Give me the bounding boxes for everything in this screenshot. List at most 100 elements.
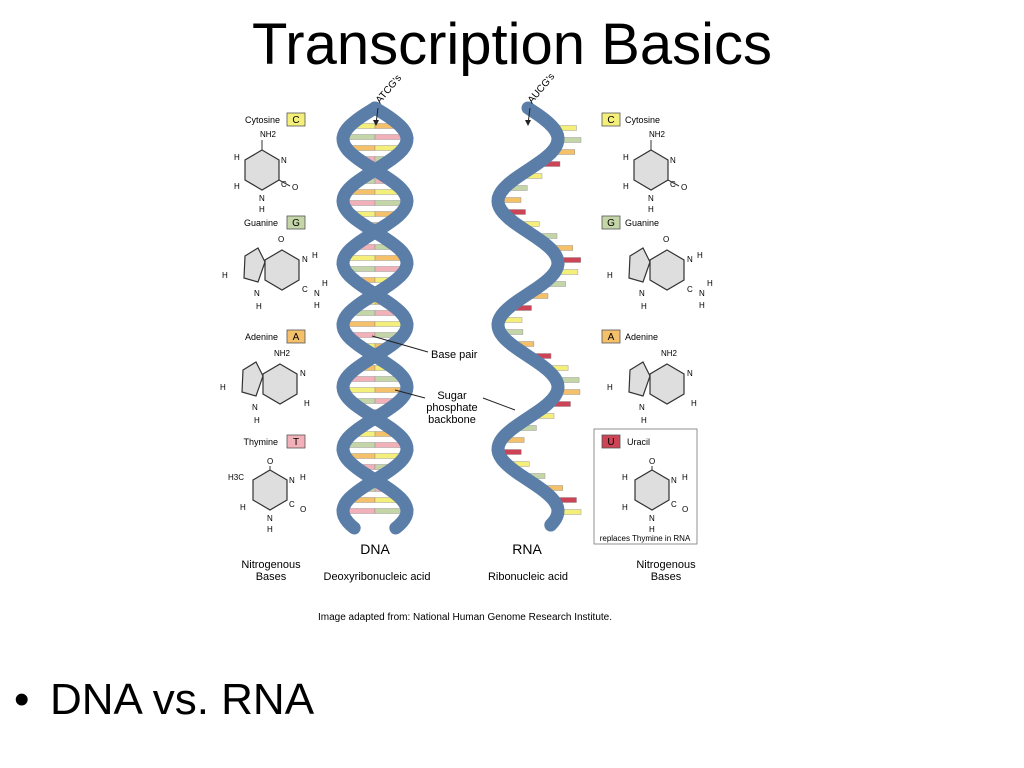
svg-text:NH2: NH2 <box>649 130 666 139</box>
svg-text:H: H <box>304 399 310 408</box>
svg-text:NH2: NH2 <box>274 349 291 358</box>
svg-text:N: N <box>281 156 287 165</box>
svg-text:O: O <box>663 235 669 244</box>
left-adenine: Adenine A NH2 N H H N H <box>220 329 310 425</box>
rna-single-strand <box>491 101 565 532</box>
adenine-structure-right: NH2 N H H N H <box>607 349 697 425</box>
svg-text:O: O <box>300 505 306 514</box>
guanine-structure-left: O N H C N H H H N H <box>222 235 328 311</box>
left-guanine-box <box>286 215 306 230</box>
uracil-note: replaces Thymine in RNA <box>600 534 691 543</box>
svg-text:H: H <box>623 182 629 191</box>
svg-text:H: H <box>691 399 697 408</box>
dna-strand-label: ATCG's <box>374 73 404 106</box>
svg-text:H: H <box>707 279 713 288</box>
svg-text:H: H <box>623 153 629 162</box>
svg-text:N: N <box>671 476 677 485</box>
right-adenine-box <box>601 329 621 344</box>
svg-text:H: H <box>649 525 655 534</box>
dna-title: DNA <box>360 541 390 557</box>
svg-text:H: H <box>256 302 262 311</box>
backbone-label-line2: phosphate <box>426 402 477 414</box>
svg-text:H: H <box>267 525 273 534</box>
svg-text:H: H <box>699 301 705 310</box>
svg-text:C: C <box>302 285 308 294</box>
svg-text:O: O <box>278 235 284 244</box>
right-uracil-letter: U <box>607 437 614 448</box>
right-guanine: G Guanine O N H C N H H H N H <box>601 215 713 311</box>
cytosine-structure-left: NH2 N C O N H H H <box>234 130 298 214</box>
svg-text:H: H <box>314 301 320 310</box>
right-guanine-box <box>601 215 621 230</box>
svg-text:NH2: NH2 <box>260 130 277 139</box>
svg-text:N: N <box>289 476 295 485</box>
svg-text:H: H <box>240 503 246 512</box>
svg-text:C: C <box>687 285 693 294</box>
adenine-structure-left: NH2 N H H N H <box>220 349 310 425</box>
right-adenine-name: Adenine <box>625 332 658 342</box>
left-thymine-letter: T <box>293 437 299 448</box>
svg-text:N: N <box>699 289 705 298</box>
right-cytosine-box <box>601 112 621 127</box>
svg-text:N: N <box>639 289 645 298</box>
right-adenine: A Adenine NH2 N H H N H <box>601 329 697 425</box>
left-bases-title-line1: Nitrogenous <box>241 559 301 571</box>
svg-text:N: N <box>259 194 265 203</box>
svg-text:H: H <box>697 251 703 260</box>
svg-text:H: H <box>234 182 240 191</box>
svg-text:H: H <box>322 279 328 288</box>
guanine-structure-right: O N H C N H H H N H <box>607 235 713 311</box>
right-bases-title-line1: Nitrogenous <box>636 559 696 571</box>
svg-text:H: H <box>234 153 240 162</box>
left-adenine-letter: A <box>293 332 300 343</box>
svg-text:H: H <box>607 383 613 392</box>
svg-text:H: H <box>641 416 647 425</box>
svg-text:H: H <box>648 205 654 214</box>
svg-text:C: C <box>671 500 677 509</box>
dna-subtitle: Deoxyribonucleic acid <box>324 571 431 583</box>
left-cytosine-name: Cytosine <box>245 115 280 125</box>
thymine-structure-left: O N H C O N H H3C H <box>228 457 306 534</box>
svg-text:O: O <box>682 505 688 514</box>
svg-text:N: N <box>639 403 645 412</box>
rna-subtitle: Ribonucleic acid <box>488 571 568 583</box>
right-uracil-panel: U Uracil O N H C O N H H H replaces Thym… <box>593 428 698 545</box>
svg-text:H: H <box>259 205 265 214</box>
left-adenine-box <box>286 329 306 344</box>
left-guanine: Guanine G O N H C N H H H N H <box>222 215 328 311</box>
svg-text:N: N <box>254 289 260 298</box>
right-cytosine-letter: C <box>607 115 614 126</box>
left-thymine: Thymine T O N H C O N H H3C H <box>228 434 306 534</box>
svg-text:C: C <box>289 500 295 509</box>
svg-text:H: H <box>641 302 647 311</box>
right-adenine-letter: A <box>608 332 615 343</box>
svg-text:O: O <box>681 183 687 192</box>
left-thymine-box <box>286 434 306 449</box>
right-bases-title-line2: Bases <box>651 571 682 583</box>
svg-text:C: C <box>670 180 676 189</box>
rna-backbone-strand <box>491 101 565 532</box>
left-cytosine: Cytosine C NH2 N C O N H H H <box>234 112 306 214</box>
figure-credit: Image adapted from: National Human Genom… <box>318 612 612 623</box>
svg-text:N: N <box>670 156 676 165</box>
svg-text:H: H <box>254 416 260 425</box>
base-pair-annotation: Base pair <box>371 335 478 361</box>
svg-text:N: N <box>648 194 654 203</box>
backbone-label-line3: backbone <box>428 414 476 426</box>
cytosine-structure-right: NH2 N C O N H H H <box>623 130 687 214</box>
dna-backbone-strand-a <box>336 101 414 535</box>
bullet-text: DNA vs. RNA <box>50 675 315 724</box>
right-uracil-name: Uracil <box>627 437 650 447</box>
base-pair-label: Base pair <box>431 349 478 361</box>
bullet-marker: • <box>14 675 30 724</box>
svg-text:N: N <box>314 289 320 298</box>
svg-text:N: N <box>687 369 693 378</box>
svg-text:N: N <box>267 514 273 523</box>
svg-text:H: H <box>622 503 628 512</box>
svg-text:O: O <box>649 457 655 466</box>
rna-strand-label: AUCG's <box>526 71 557 106</box>
svg-text:H: H <box>220 383 226 392</box>
svg-text:N: N <box>252 403 258 412</box>
svg-text:N: N <box>687 255 693 264</box>
